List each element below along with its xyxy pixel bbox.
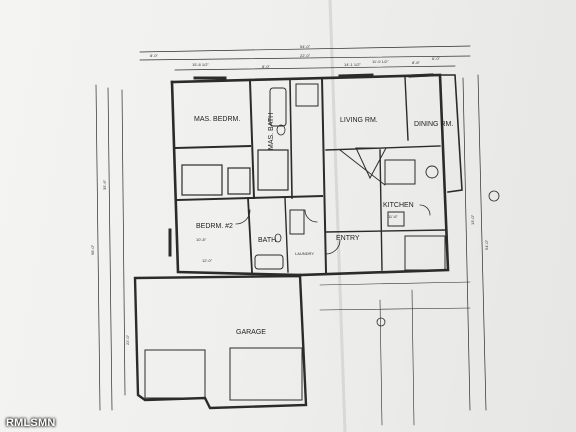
- dim-bed2-h: 12'-0": [202, 258, 213, 263]
- dim-left-depth: 58'-0": [90, 244, 95, 255]
- room-label-dining-rm: DINING RM.: [414, 121, 453, 128]
- dim-living-w: 14'-1 1/2": [344, 62, 361, 67]
- room-label-mas-bath: MAS. BATH: [268, 113, 275, 150]
- watermark: RMLSMN: [6, 417, 55, 429]
- room-label-mas-bedrm: MAS. BEDRM.: [194, 116, 240, 123]
- room-label-kitchen: KITCHEN: [383, 202, 414, 209]
- dim-top-left: 8'-0": [150, 53, 159, 58]
- room-label-living-rm: LIVING RM.: [340, 117, 378, 124]
- dim-top-right: 11'-9 1/2": [372, 59, 389, 64]
- dim-top-mid: 22'-0": [300, 53, 311, 58]
- dim-bath-w: 8'-0": [262, 64, 271, 69]
- room-label-entry: ENTRY: [336, 235, 360, 242]
- dim-bed2-w: 10'-8": [196, 237, 207, 242]
- room-label-bedrm-2: BEDRM. #2: [196, 223, 233, 230]
- dim-kitchen-w: 11'-6": [388, 214, 398, 219]
- dim-garage-depth: 22'-0": [125, 334, 130, 345]
- room-label-bath: BATH: [258, 237, 276, 244]
- room-label-garage: GARAGE: [236, 329, 266, 336]
- dim-right-inner: 13'-0": [470, 214, 475, 225]
- dim-overall-width: 54'-0": [300, 44, 311, 49]
- dim-left-inner: 35'-6": [102, 179, 107, 190]
- dim-right-depth: 54'-0": [484, 239, 489, 250]
- dim-mas-bed-w: 15'-8 1/2": [192, 62, 209, 67]
- dim-dining-w: 8'-6": [412, 60, 421, 65]
- dim-top-rr: 6'-0": [432, 56, 441, 61]
- paper-fold: [328, 0, 347, 432]
- room-label-laundry: LAUNDRY: [295, 251, 314, 256]
- watermark-text: RMLSMN: [6, 417, 56, 429]
